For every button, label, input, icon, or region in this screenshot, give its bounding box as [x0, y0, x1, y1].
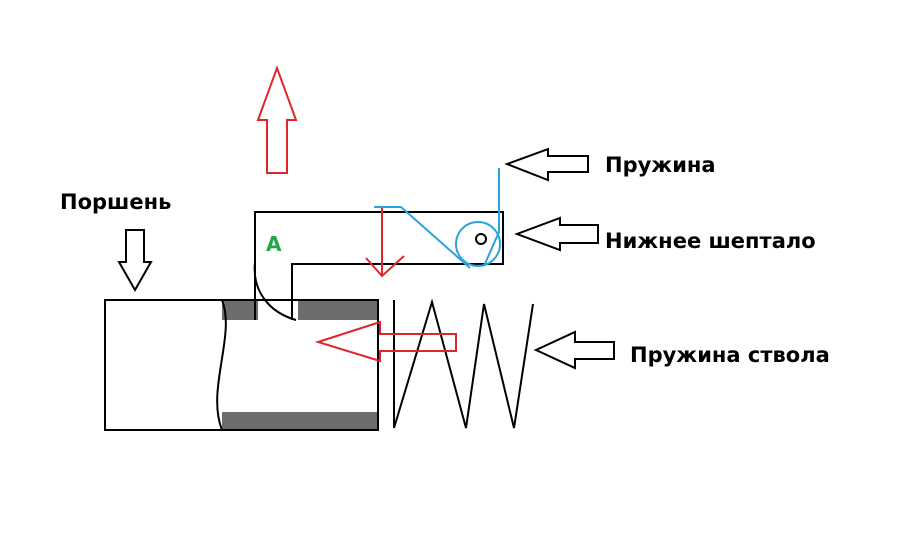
barrel — [104, 299, 379, 431]
arrow-left-icon — [533, 330, 615, 370]
piston-edge — [216, 299, 227, 431]
arrow-down-red — [365, 208, 405, 278]
barrel-spring — [393, 298, 534, 429]
barrel-wall-top-left — [222, 301, 258, 320]
barrel-outline — [104, 299, 379, 431]
label-spring: Пружина — [605, 153, 716, 177]
label-lower-sear: Нижнее шептало — [605, 229, 816, 253]
arrow-left-red — [314, 320, 457, 363]
pivot-pin — [475, 233, 487, 245]
arrow-down-icon — [117, 229, 153, 293]
pivot-circle — [455, 221, 501, 267]
sear-spring-wire — [374, 206, 471, 269]
arrow-up-red — [256, 65, 298, 174]
barrel-wall-bottom — [222, 412, 377, 429]
label-barrel-spring: Пружина ствола — [630, 343, 830, 367]
sear-spring — [374, 168, 501, 269]
main-spring-wire — [483, 168, 500, 267]
sear-hook-curve — [253, 261, 297, 321]
sear-body — [254, 211, 504, 320]
barrel-wall-top-right — [298, 301, 377, 320]
pointer-arrows — [117, 147, 615, 370]
label-point-a: A — [266, 232, 282, 256]
arrow-left-icon — [514, 216, 599, 252]
lower-sear — [253, 211, 504, 321]
arrow-left-icon — [504, 147, 589, 182]
label-piston: Поршень — [60, 190, 171, 214]
force-arrows — [256, 65, 457, 363]
